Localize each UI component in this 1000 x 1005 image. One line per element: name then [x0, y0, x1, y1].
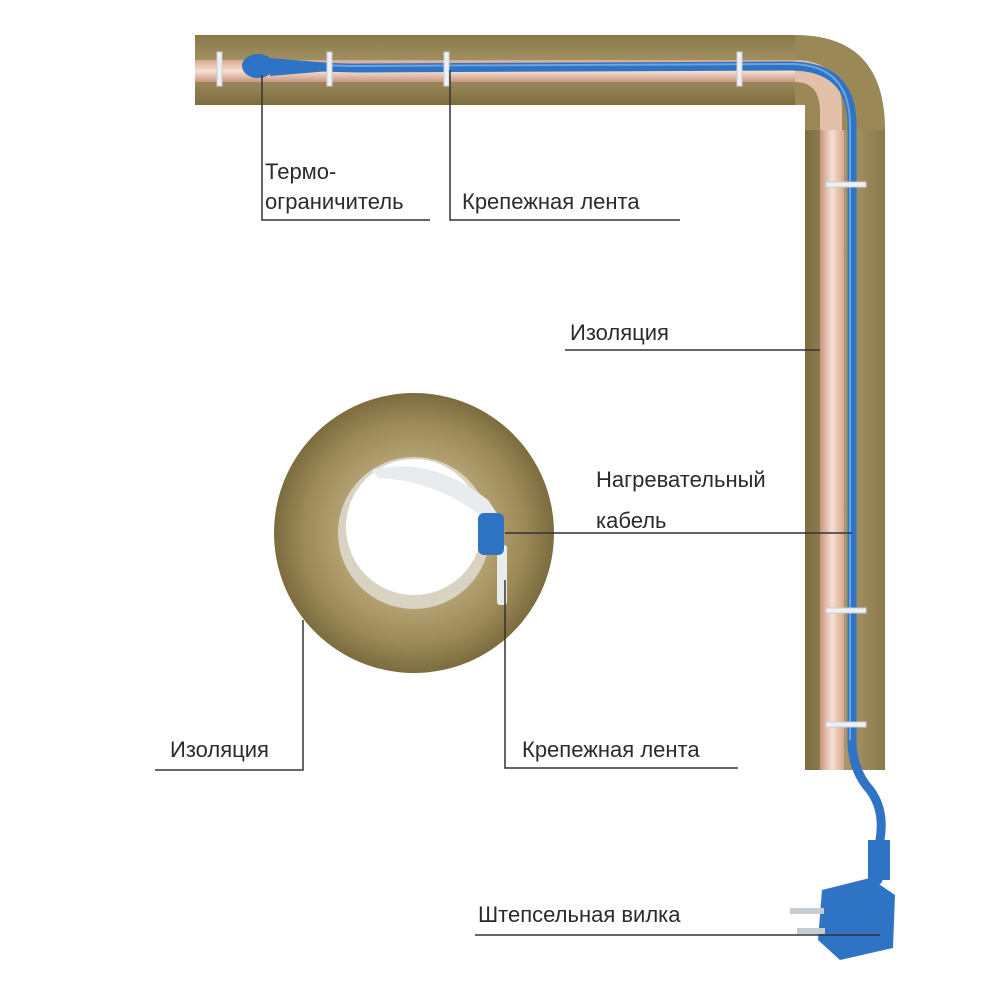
fastening-ties	[216, 51, 867, 728]
vertical-pipe	[805, 130, 885, 770]
tie-5	[825, 181, 867, 188]
insulation-vertical	[805, 130, 885, 770]
thermostat-body	[270, 58, 330, 76]
plug-pin-1	[790, 908, 824, 914]
label-tape-top: Крепежная лента	[462, 189, 640, 214]
leader-insulation-left	[155, 620, 304, 771]
label-insulation-right: Изоляция	[570, 320, 669, 345]
pipe-vertical	[820, 130, 844, 770]
label-tape-bottom: Крепежная лента	[522, 737, 700, 762]
tie-4	[736, 51, 743, 87]
heating-cable	[257, 59, 886, 885]
label-cable-line2: кабель	[596, 508, 667, 533]
label-thermostat-line2: ограничитель	[265, 189, 404, 214]
tie-3	[443, 51, 450, 87]
plug	[790, 840, 895, 960]
tie-6	[825, 607, 867, 614]
tie-2	[326, 51, 333, 87]
pipe-cross-section	[274, 393, 554, 673]
plug-strain-relief	[868, 840, 890, 880]
tie-7	[825, 721, 867, 728]
label-cable-line1: Нагревательный	[596, 467, 766, 492]
plug-pin-2	[797, 928, 825, 934]
plug-body	[818, 878, 895, 960]
label-thermostat-line1: Термо-	[265, 159, 337, 184]
cable-cross-icon	[478, 513, 504, 555]
tie-1	[216, 51, 223, 87]
label-insulation-left: Изоляция	[170, 737, 269, 762]
leader-thermostat	[261, 75, 430, 221]
leader-tape-top	[449, 70, 680, 221]
label-plug: Штепсельная вилка	[478, 902, 681, 927]
thermostat-icon	[242, 54, 274, 78]
leader-tape-bottom	[504, 580, 738, 769]
leader-lines	[155, 70, 880, 936]
